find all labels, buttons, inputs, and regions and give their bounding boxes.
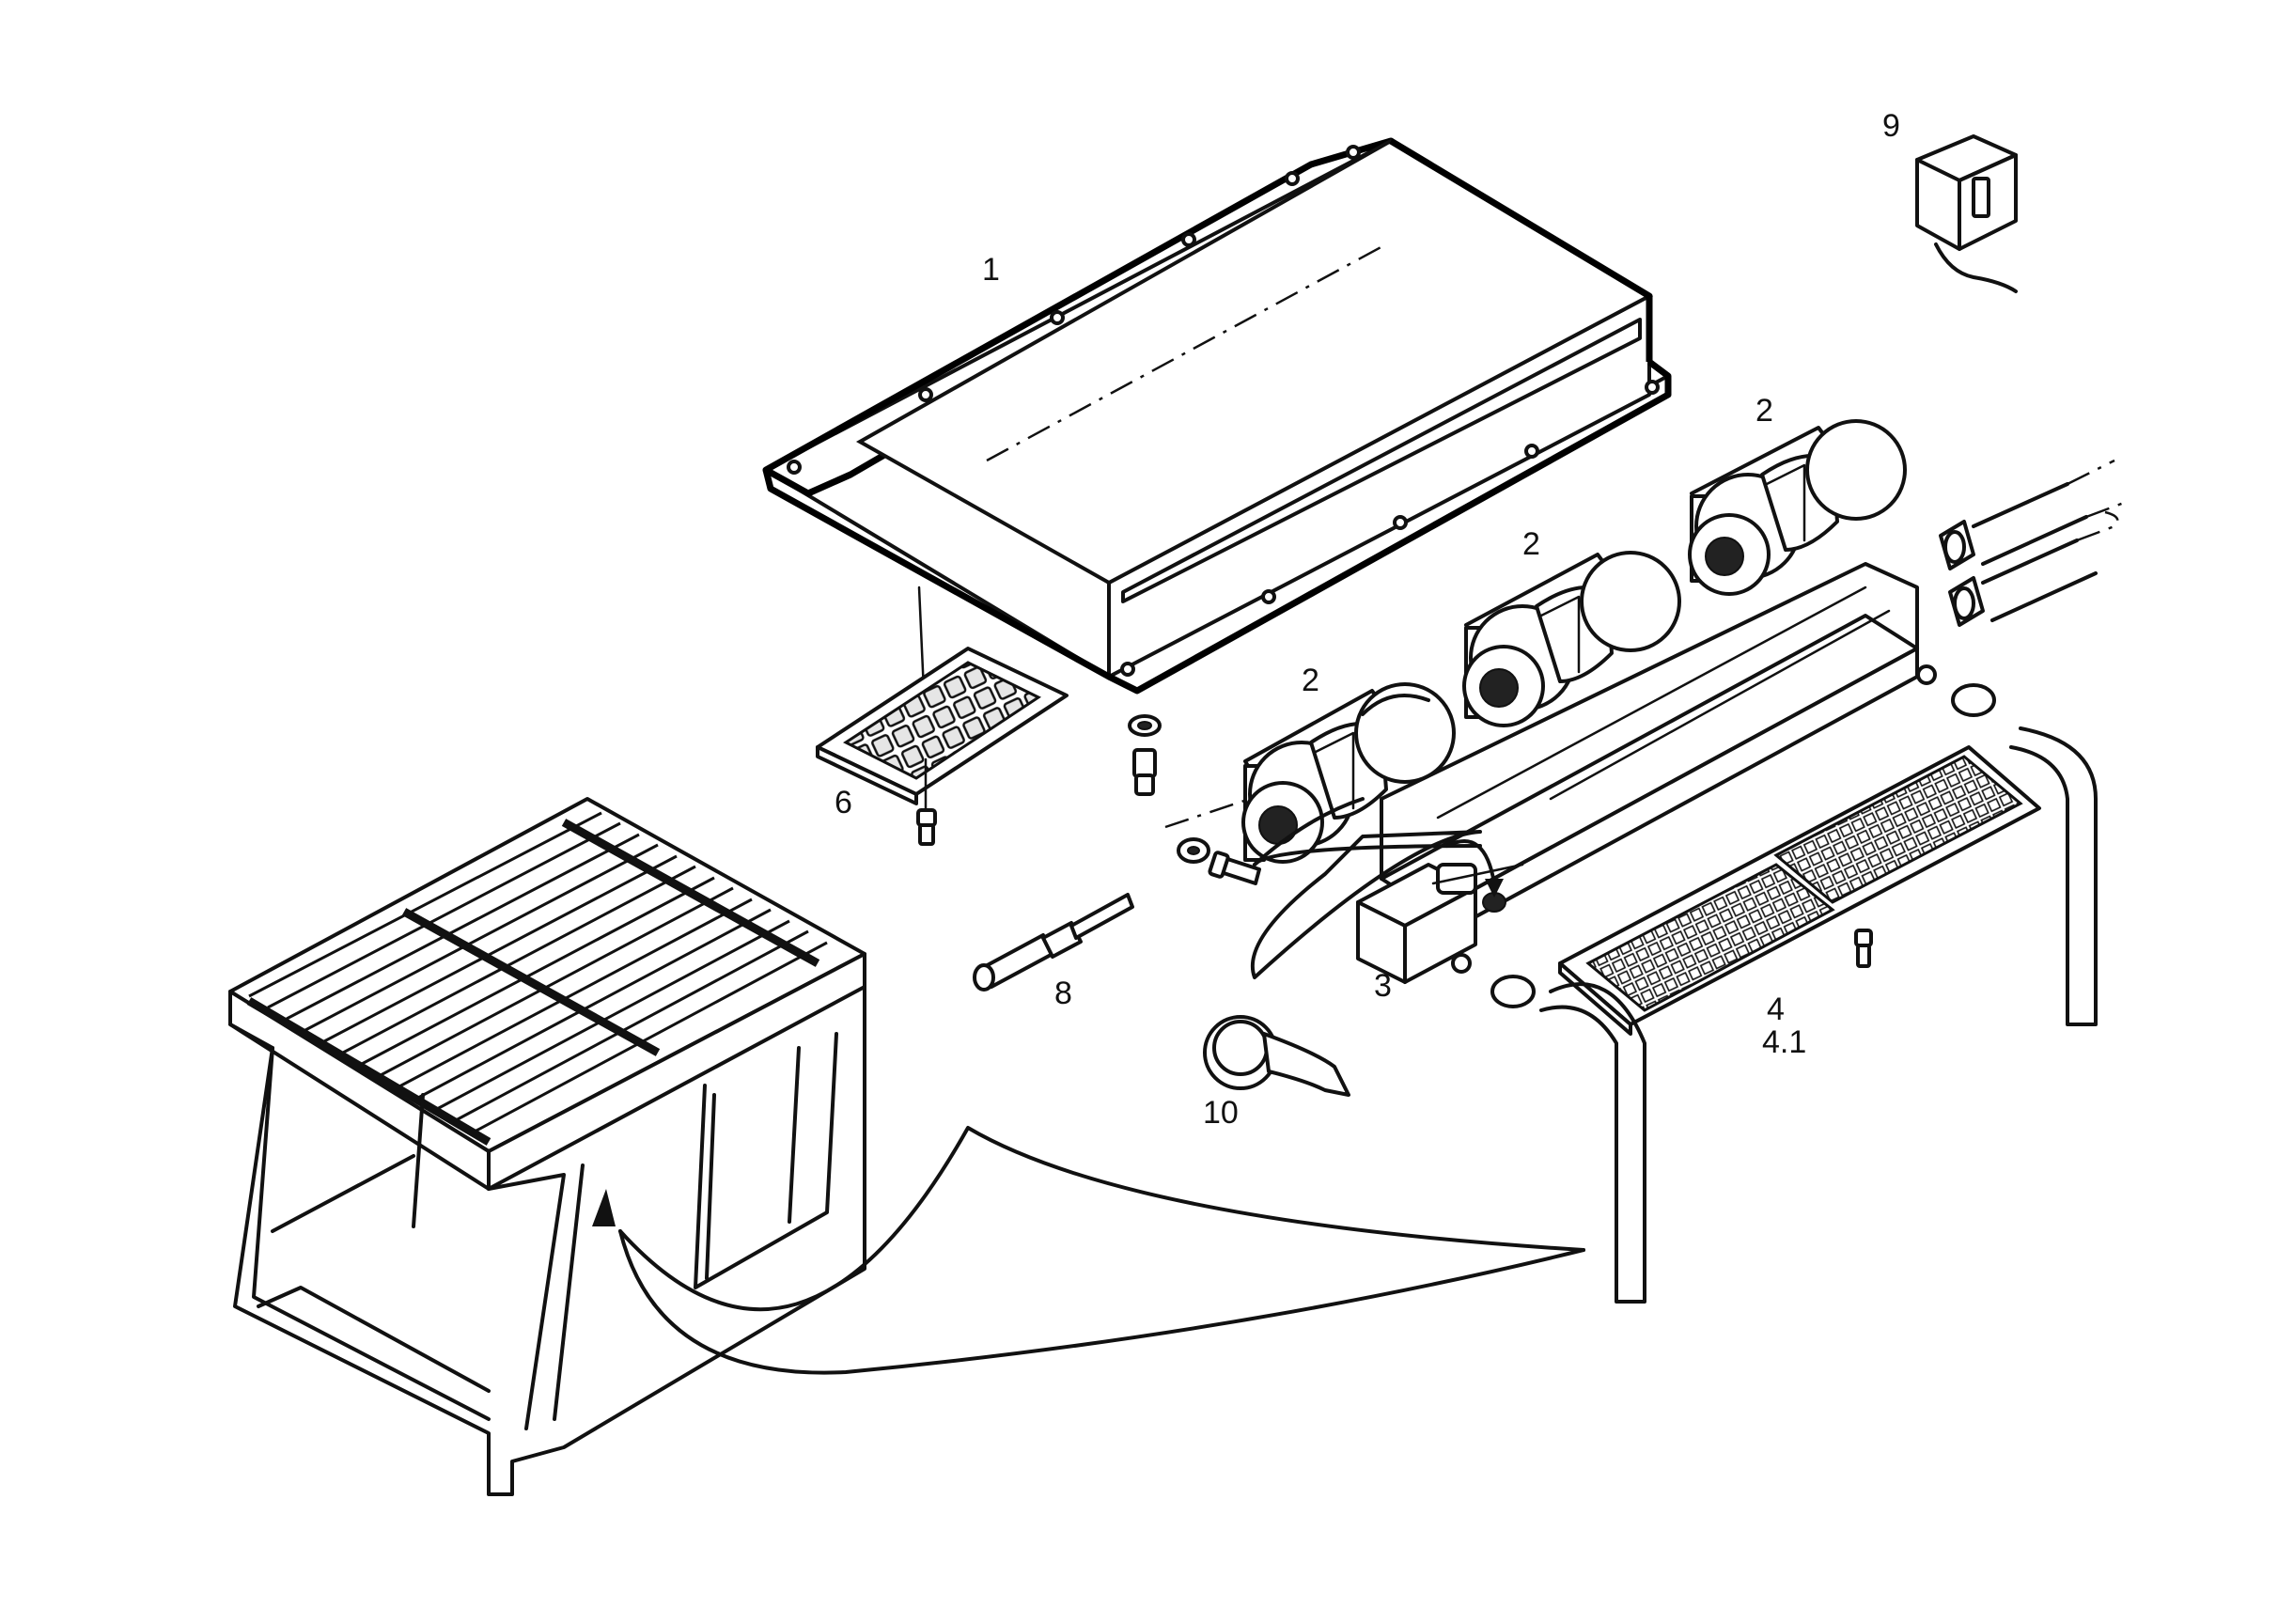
callout-3: 3	[1374, 968, 1392, 1004]
blower-unit-b	[1462, 551, 1681, 727]
filter-grille-part	[1558, 745, 2041, 1036]
callout-4: 4	[1767, 992, 1785, 1027]
shaft-part	[973, 893, 1134, 992]
heat-exchanger-part	[1356, 562, 1937, 984]
hose-pipes	[1490, 683, 2098, 1304]
callout-8: 8	[1054, 976, 1072, 1011]
cover-screw	[1128, 714, 1162, 796]
callout-10: 10	[1203, 1095, 1239, 1131]
callout-6: 6	[835, 785, 852, 820]
pipe-connectors	[1939, 459, 2125, 627]
blower-bolt	[1164, 797, 1261, 885]
callout-2b: 2	[1522, 526, 1540, 562]
mounting-arrows	[618, 797, 1585, 1375]
callout-4-1: 4.1	[1762, 1024, 1806, 1060]
relay-part	[1915, 134, 2018, 293]
callout-1: 1	[982, 252, 1000, 288]
switch-panel-part	[816, 647, 1069, 846]
blower-unit-a	[1241, 682, 1456, 864]
callout-9: 9	[1882, 108, 1900, 144]
tape-roll-part	[1203, 1015, 1350, 1097]
blower-unit-c	[1688, 419, 1907, 596]
cover-part	[762, 137, 1672, 735]
cab-frame	[228, 797, 866, 1496]
callout-2a: 2	[1302, 663, 1319, 698]
callout-2c: 2	[1755, 393, 1773, 429]
